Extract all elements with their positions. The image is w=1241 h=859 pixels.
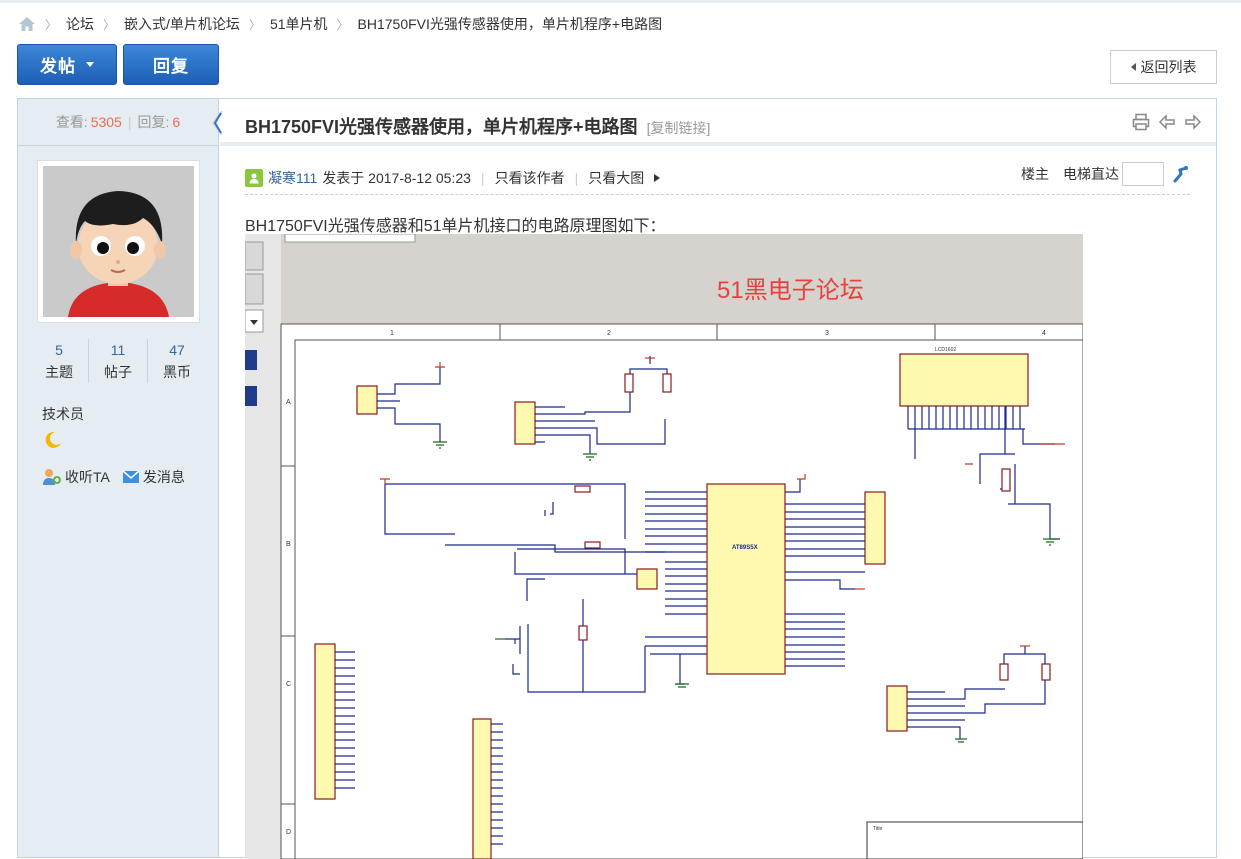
- author-actions: 收听TA 发消息: [42, 467, 185, 487]
- breadcrumb-51mcu[interactable]: 51单片机: [269, 16, 328, 32]
- stat-label: 帖子: [104, 364, 132, 380]
- avatar-image: [43, 166, 194, 317]
- sidebar-pointer: [212, 111, 223, 135]
- next-thread-icon[interactable]: [1184, 113, 1202, 131]
- author-sidebar: 查看: 5305 | 回复: 6: [18, 99, 223, 857]
- chevron-right-icon: 〉: [103, 17, 116, 32]
- breadcrumb-embedded[interactable]: 嵌入式/单片机论坛: [124, 16, 240, 32]
- column-label: 4: [1042, 330, 1046, 337]
- column-label: 2: [607, 330, 611, 337]
- copy-link[interactable]: [复制链接]: [646, 120, 711, 136]
- reply-button-label: 回复: [153, 57, 189, 76]
- title-block-label: Title: [873, 826, 882, 832]
- print-icon[interactable]: [1132, 113, 1150, 131]
- avatar[interactable]: [37, 160, 200, 323]
- views-label: 查看:: [55, 114, 88, 130]
- thread-title-text: BH1750FVI光强传感器使用，单片机程序+电路图: [245, 117, 638, 137]
- back-to-list-label: 返回列表: [1140, 59, 1197, 75]
- mcu-label: AT89S5X: [732, 545, 758, 551]
- stat-value: 5: [55, 342, 63, 358]
- post-frame: 查看: 5305 | 回复: 6: [17, 98, 1217, 859]
- moon-icon: [43, 430, 63, 450]
- prev-thread-icon[interactable]: [1158, 113, 1176, 131]
- divider: |: [480, 169, 485, 186]
- back-to-list-button[interactable]: 返回列表: [1110, 50, 1217, 84]
- thread-title-bar: BH1750FVI光强传感器使用，单片机程序+电路图 [复制链接]: [220, 99, 1216, 146]
- column-label: 3: [825, 330, 829, 337]
- stat-posts[interactable]: 11 帖子: [88, 339, 147, 383]
- triangle-left-icon: [1130, 63, 1136, 71]
- post-date: 发表于 2017-8-12 05:23: [322, 169, 471, 186]
- stat-label: 黑币: [163, 364, 191, 380]
- chevron-right-icon: 〉: [45, 17, 58, 32]
- title-tools: [1132, 113, 1202, 131]
- top-border: [0, 0, 1241, 3]
- chevron-right-icon: 〉: [248, 17, 261, 32]
- post-body-text: BH1750FVI光强传感器和51单片机接口的电路原理图如下：: [245, 218, 666, 235]
- go-icon[interactable]: [1172, 165, 1190, 183]
- post-content: BH1750FVI光强传感器使用，单片机程序+电路图 [复制链接] 凝寒111 …: [220, 99, 1216, 859]
- thread-counters: 查看: 5305 | 回复: 6: [18, 99, 218, 146]
- lcd-label: LCD1602: [935, 347, 956, 353]
- triangle-right-icon: [654, 173, 661, 182]
- floor-tools: 楼主 电梯直达: [1021, 161, 1190, 187]
- online-user-icon: [245, 168, 263, 187]
- row-label: D: [286, 829, 291, 836]
- only-author-link[interactable]: 只看该作者: [494, 169, 565, 186]
- follow-button[interactable]: 收听TA: [42, 467, 110, 487]
- replies-label: 回复:: [137, 114, 170, 130]
- breadcrumb: 〉 论坛 〉 嵌入式/单片机论坛 〉 51单片机 〉 BH1750FVI光强传感…: [18, 14, 662, 34]
- schematic-image[interactable]: 51黑电子论坛 1 2 3 4 A B C D: [245, 234, 1083, 859]
- follow-icon: [43, 469, 61, 485]
- stat-value: 11: [110, 342, 126, 358]
- chevron-right-icon: 〉: [336, 17, 349, 32]
- divider: |: [127, 114, 132, 130]
- reply-button[interactable]: 回复: [123, 44, 219, 85]
- post-button[interactable]: 发帖: [17, 44, 117, 85]
- breadcrumb-thread[interactable]: BH1750FVI光强传感器使用，单片机程序+电路图: [357, 16, 663, 32]
- user-rank[interactable]: 技术员: [42, 406, 84, 422]
- row-label: A: [286, 399, 291, 406]
- envelope-icon: [122, 470, 140, 483]
- follow-label: 收听TA: [65, 469, 110, 485]
- views-count: 5305: [90, 114, 122, 130]
- only-big-image-link[interactable]: 只看大图: [588, 169, 645, 186]
- message-label: 发消息: [142, 469, 185, 485]
- replies-count: 6: [172, 114, 181, 130]
- floor-jump-input[interactable]: [1122, 162, 1164, 186]
- thread-title: BH1750FVI光强传感器使用，单片机程序+电路图 [复制链接]: [245, 113, 710, 139]
- watermark: 51黑电子论坛: [717, 277, 864, 304]
- home-icon[interactable]: [18, 16, 36, 32]
- message-button[interactable]: 发消息: [122, 467, 185, 487]
- floor-label: 楼主: [1021, 166, 1049, 182]
- post-button-label: 发帖: [40, 57, 76, 76]
- stat-value: 47: [169, 342, 185, 358]
- author-stats: 5 主题 11 帖子 47 黑币: [30, 339, 206, 383]
- row-label: B: [286, 541, 291, 548]
- stat-coins[interactable]: 47 黑币: [147, 339, 206, 383]
- stat-label: 主题: [45, 364, 73, 380]
- jump-label: 电梯直达: [1063, 166, 1119, 182]
- chevron-down-icon: [86, 62, 94, 67]
- post-meta: 凝寒111 发表于 2017-8-12 05:23 | 只看该作者 | 只看大图: [245, 161, 1190, 195]
- stat-threads[interactable]: 5 主题: [30, 339, 88, 383]
- divider: |: [574, 169, 579, 186]
- author-link[interactable]: 凝寒111: [268, 169, 318, 186]
- row-label: C: [286, 681, 291, 688]
- column-label: 1: [390, 330, 394, 337]
- breadcrumb-forum[interactable]: 论坛: [66, 16, 95, 32]
